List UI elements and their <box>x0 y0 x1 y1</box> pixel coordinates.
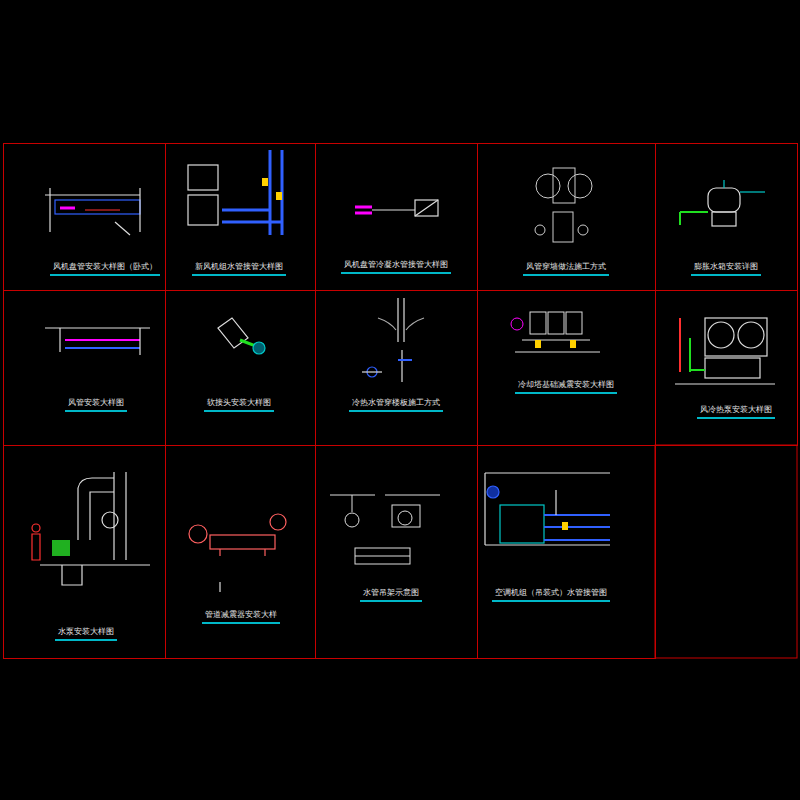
detail-title: 管道减震器安装大样 <box>202 610 280 624</box>
detail-title: 风机盘管冷凝水管接管大样图 <box>341 260 451 274</box>
detail-panel: 水泵安装大样图 <box>3 445 166 659</box>
detail-panel: 新风机组水管接管大样图 <box>165 143 316 291</box>
detail-panel: 冷热水管穿楼板施工方式 <box>315 290 478 446</box>
detail-panel: 管道减震器安装大样 <box>165 445 316 659</box>
detail-panel: 风机盘管冷凝水管接管大样图 <box>315 143 478 291</box>
detail-panel: 膨胀水箱安装详图 <box>655 143 798 291</box>
detail-panel: 风机盘管安装大样图（卧式） <box>3 143 166 291</box>
detail-panel: 冷却塔基础减震安装大样图 <box>477 290 656 446</box>
detail-title: 风管安装大样图 <box>65 398 127 412</box>
detail-panel: 空调机组（吊装式）水管接管图 <box>477 445 656 659</box>
detail-panel: 水管吊架示意图 <box>315 445 478 659</box>
detail-panel: 风管穿墙做法施工方式 <box>477 143 656 291</box>
detail-title: 水管吊架示意图 <box>360 588 422 602</box>
detail-title: 风管穿墙做法施工方式 <box>523 262 609 276</box>
detail-panel: 风管安装大样图 <box>3 290 166 446</box>
detail-title: 冷却塔基础减震安装大样图 <box>515 380 617 394</box>
detail-title: 冷热水管穿楼板施工方式 <box>349 398 443 412</box>
detail-title: 水泵安装大样图 <box>55 627 117 641</box>
detail-title: 风冷热泵安装大样图 <box>697 405 775 419</box>
detail-title: 空调机组（吊装式）水管接管图 <box>492 588 610 602</box>
detail-title: 软接头安装大样图 <box>204 398 274 412</box>
detail-panel: 风冷热泵安装大样图 <box>655 290 798 446</box>
detail-title: 新风机组水管接管大样图 <box>192 262 286 276</box>
detail-title: 风机盘管安装大样图（卧式） <box>50 262 160 276</box>
detail-panel: 软接头安装大样图 <box>165 290 316 446</box>
detail-title: 膨胀水箱安装详图 <box>691 262 761 276</box>
